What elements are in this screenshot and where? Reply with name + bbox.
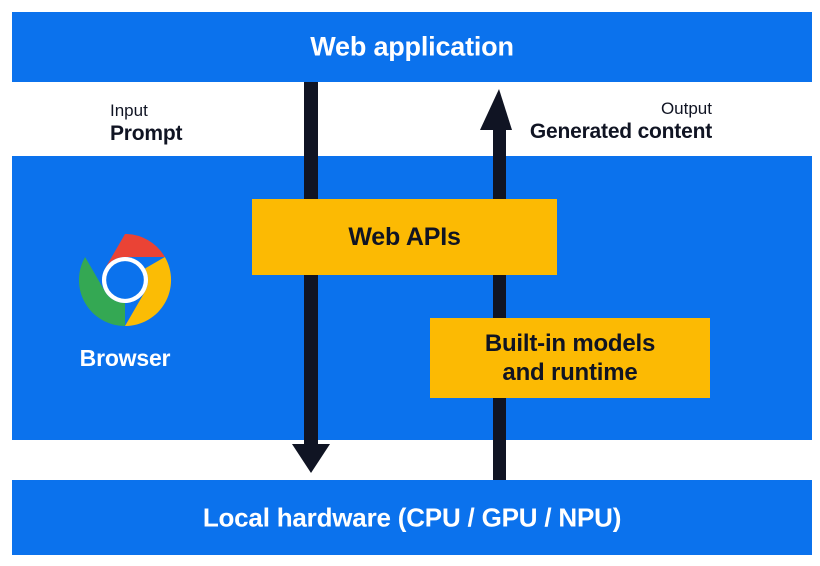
output-value: Generated content (529, 120, 712, 144)
input-value: Prompt (110, 122, 183, 146)
band-web-application: Web application (12, 12, 812, 82)
band-web-application-label: Web application (310, 31, 514, 62)
box-web-apis-label: Web APIs (348, 222, 461, 251)
band-local-hardware: Local hardware (CPU / GPU / NPU) (12, 480, 812, 555)
browser-group: Browser (65, 231, 185, 372)
box-built-in-models-line1: Built-in models (484, 329, 656, 357)
input-kind: Input (110, 101, 148, 120)
browser-label: Browser (79, 345, 171, 371)
chrome-logo-icon (78, 233, 172, 327)
output-label: Output Generated content (530, 98, 712, 146)
box-web-apis: Web APIs (252, 199, 557, 275)
box-built-in-models-line2: and runtime (502, 359, 638, 386)
box-built-in-models-text: Built-in models and runtime (484, 329, 656, 388)
box-built-in-models: Built-in models and runtime (430, 318, 710, 398)
band-local-hardware-label: Local hardware (CPU / GPU / NPU) (202, 502, 622, 532)
input-label: Input Prompt (110, 100, 183, 148)
output-kind: Output (660, 99, 712, 118)
